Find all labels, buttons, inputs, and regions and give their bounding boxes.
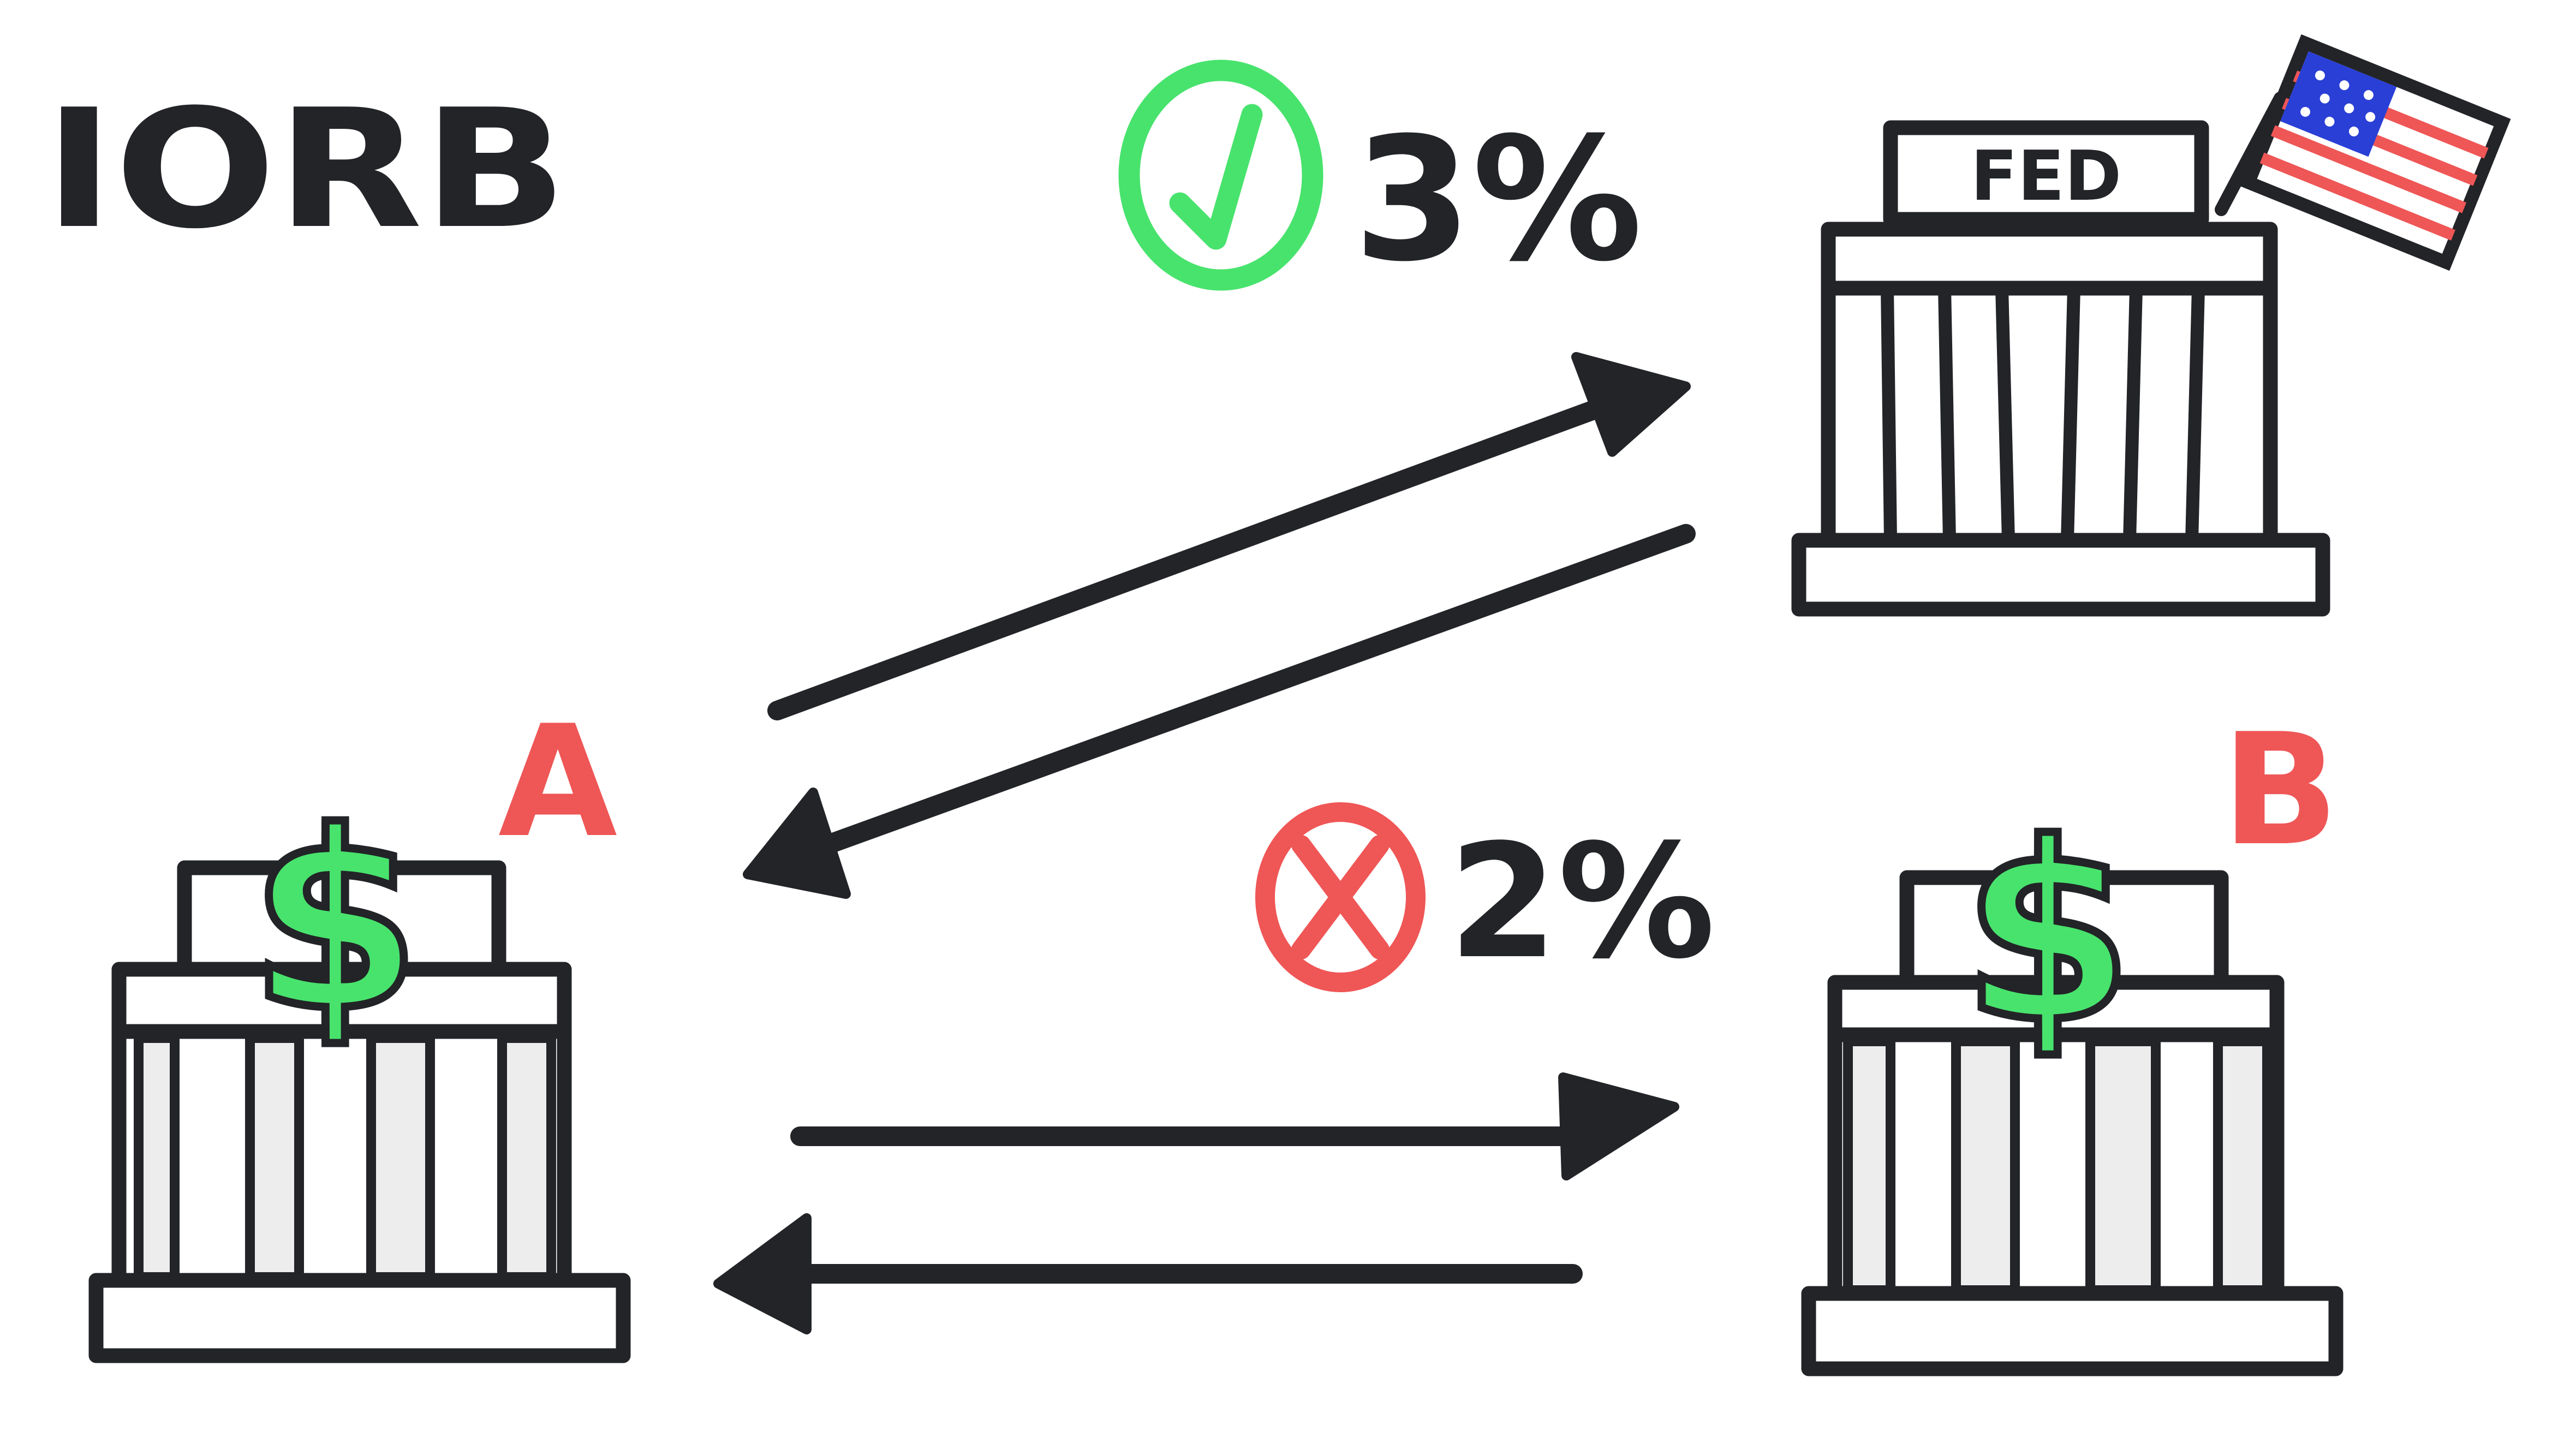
bank-a-columns	[133, 1033, 556, 1282]
fed-columns	[1881, 288, 2205, 541]
interbank-rate-value: 2%	[1448, 810, 1715, 993]
bank-a-label: A	[498, 692, 618, 872]
arrow-a-to-fed	[767, 352, 1691, 720]
bank-b-dollar-icon: $	[1962, 791, 2133, 1077]
x-mark-icon	[1255, 802, 1426, 992]
interbank-rate-group: 2%	[1255, 802, 1715, 993]
bank-a-building: $	[88, 776, 631, 1363]
bank-b-building: $	[1801, 787, 2344, 1376]
bank-b-columns	[1843, 1036, 2272, 1295]
arrow-b-to-a	[713, 1213, 1583, 1334]
check-mark-icon	[1118, 59, 1323, 291]
fed-rate-value: 3%	[1353, 100, 1643, 299]
fed-building: FED	[1791, 34, 2511, 617]
arrow-fed-to-a	[743, 524, 1696, 899]
fed-label: FED	[1971, 136, 2122, 216]
bank-a-dollar-icon: $	[249, 779, 420, 1065]
arrow-a-to-b	[790, 1072, 1679, 1180]
fed-pediment	[1883, 120, 2209, 227]
fed-entablature	[1821, 222, 2278, 296]
bank-b-label: B	[2222, 700, 2339, 880]
fed-base	[1791, 533, 2330, 617]
us-flag-icon	[2215, 34, 2511, 271]
diagram-title: IORB	[44, 74, 568, 265]
fed-rate-group: 3%	[1118, 59, 1643, 299]
